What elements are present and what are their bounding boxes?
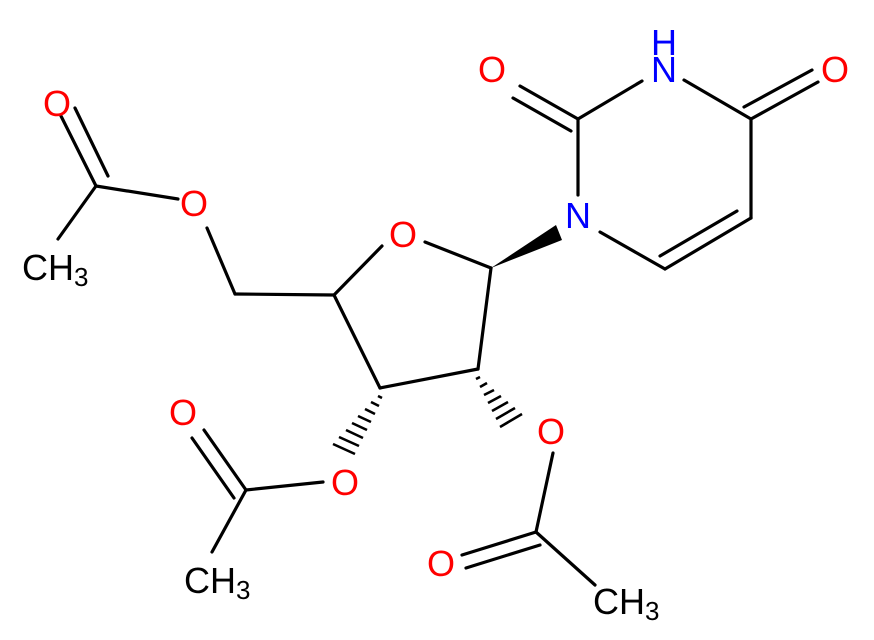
atom-o-acetyl5-carbonyl: O	[43, 83, 71, 124]
atom-o-acetyl5-ester: O	[180, 183, 208, 224]
hash-c2-o2	[475, 375, 523, 429]
atom-n3: N	[651, 49, 677, 90]
atom-labels: O O CH3 O N H N O O O O CH3 O O CH3	[22, 22, 849, 626]
bond-n3-c2	[576, 79, 644, 121]
atom-o-acetyl2-ester: O	[537, 411, 565, 452]
ch3-acetyl2-sub: 3	[645, 596, 659, 626]
bond-c4-oring	[332, 244, 384, 297]
atom-o-acetyl3-ester: O	[331, 462, 359, 503]
bond-c-o-carbonyl-3	[202, 428, 248, 492]
bonds	[56, 68, 820, 587]
bond-c3-c4	[332, 293, 382, 390]
bond-ch2-c4	[233, 292, 336, 297]
bond-o3-c-acetyl3	[244, 480, 325, 492]
ch3-acetyl5-main: CH	[22, 247, 74, 288]
bond-c-o-carbonyl-5-double	[73, 106, 110, 178]
atom-o-c4: O	[821, 49, 849, 90]
bond-c4-o4-double	[742, 68, 814, 109]
atom-n3-h: H	[651, 22, 677, 63]
bond-o-ch2-5	[205, 226, 237, 296]
atom-n1: N	[565, 195, 591, 236]
bond-o2-c-acetyl2	[534, 451, 555, 534]
ch3-acetyl2-main: CH	[593, 581, 645, 622]
atom-o-ring: O	[389, 214, 417, 255]
bond-n1-c6	[598, 230, 667, 271]
bond-c-o-carbonyl-2	[460, 530, 538, 557]
wedge-c1-n1	[491, 225, 562, 268]
bond-c4-n3	[682, 78, 753, 121]
bond-c2-o2-double	[511, 96, 573, 133]
bond-c-ch3-3	[210, 488, 248, 554]
bond-c-ch3-2	[534, 530, 597, 587]
atom-ch3-acetyl2: CH3	[593, 581, 659, 626]
atom-o-c2: O	[478, 49, 506, 90]
ch3-acetyl3-main: CH	[184, 560, 236, 601]
bond-c-ch3-5	[56, 184, 98, 241]
atom-o-acetyl3-carbonyl: O	[169, 392, 197, 433]
atom-ch3-acetyl3: CH3	[184, 560, 250, 605]
bond-c6-c5-double	[658, 209, 739, 258]
bond-c-o-carbonyl-5	[59, 114, 98, 188]
bond-c-o-carbonyl-3-double	[190, 436, 236, 500]
ch3-acetyl3-sub: 3	[236, 575, 250, 605]
atom-o-acetyl2-carbonyl: O	[427, 543, 455, 584]
bond-c-o-carbonyl-2-double	[464, 543, 542, 570]
atom-ch3-acetyl5: CH3	[22, 247, 88, 292]
bond-c-o-ester-5	[94, 184, 180, 201]
bond-c2-o2	[518, 84, 580, 121]
bond-c4-o4	[749, 80, 820, 121]
bond-c1-c2	[476, 266, 493, 371]
hash-c3-o3	[332, 394, 383, 456]
bond-oring-c1	[423, 240, 493, 270]
ch3-acetyl5-sub: 3	[74, 262, 88, 292]
bond-c6-c5	[663, 216, 753, 271]
bond-c2-c3	[378, 367, 480, 390]
